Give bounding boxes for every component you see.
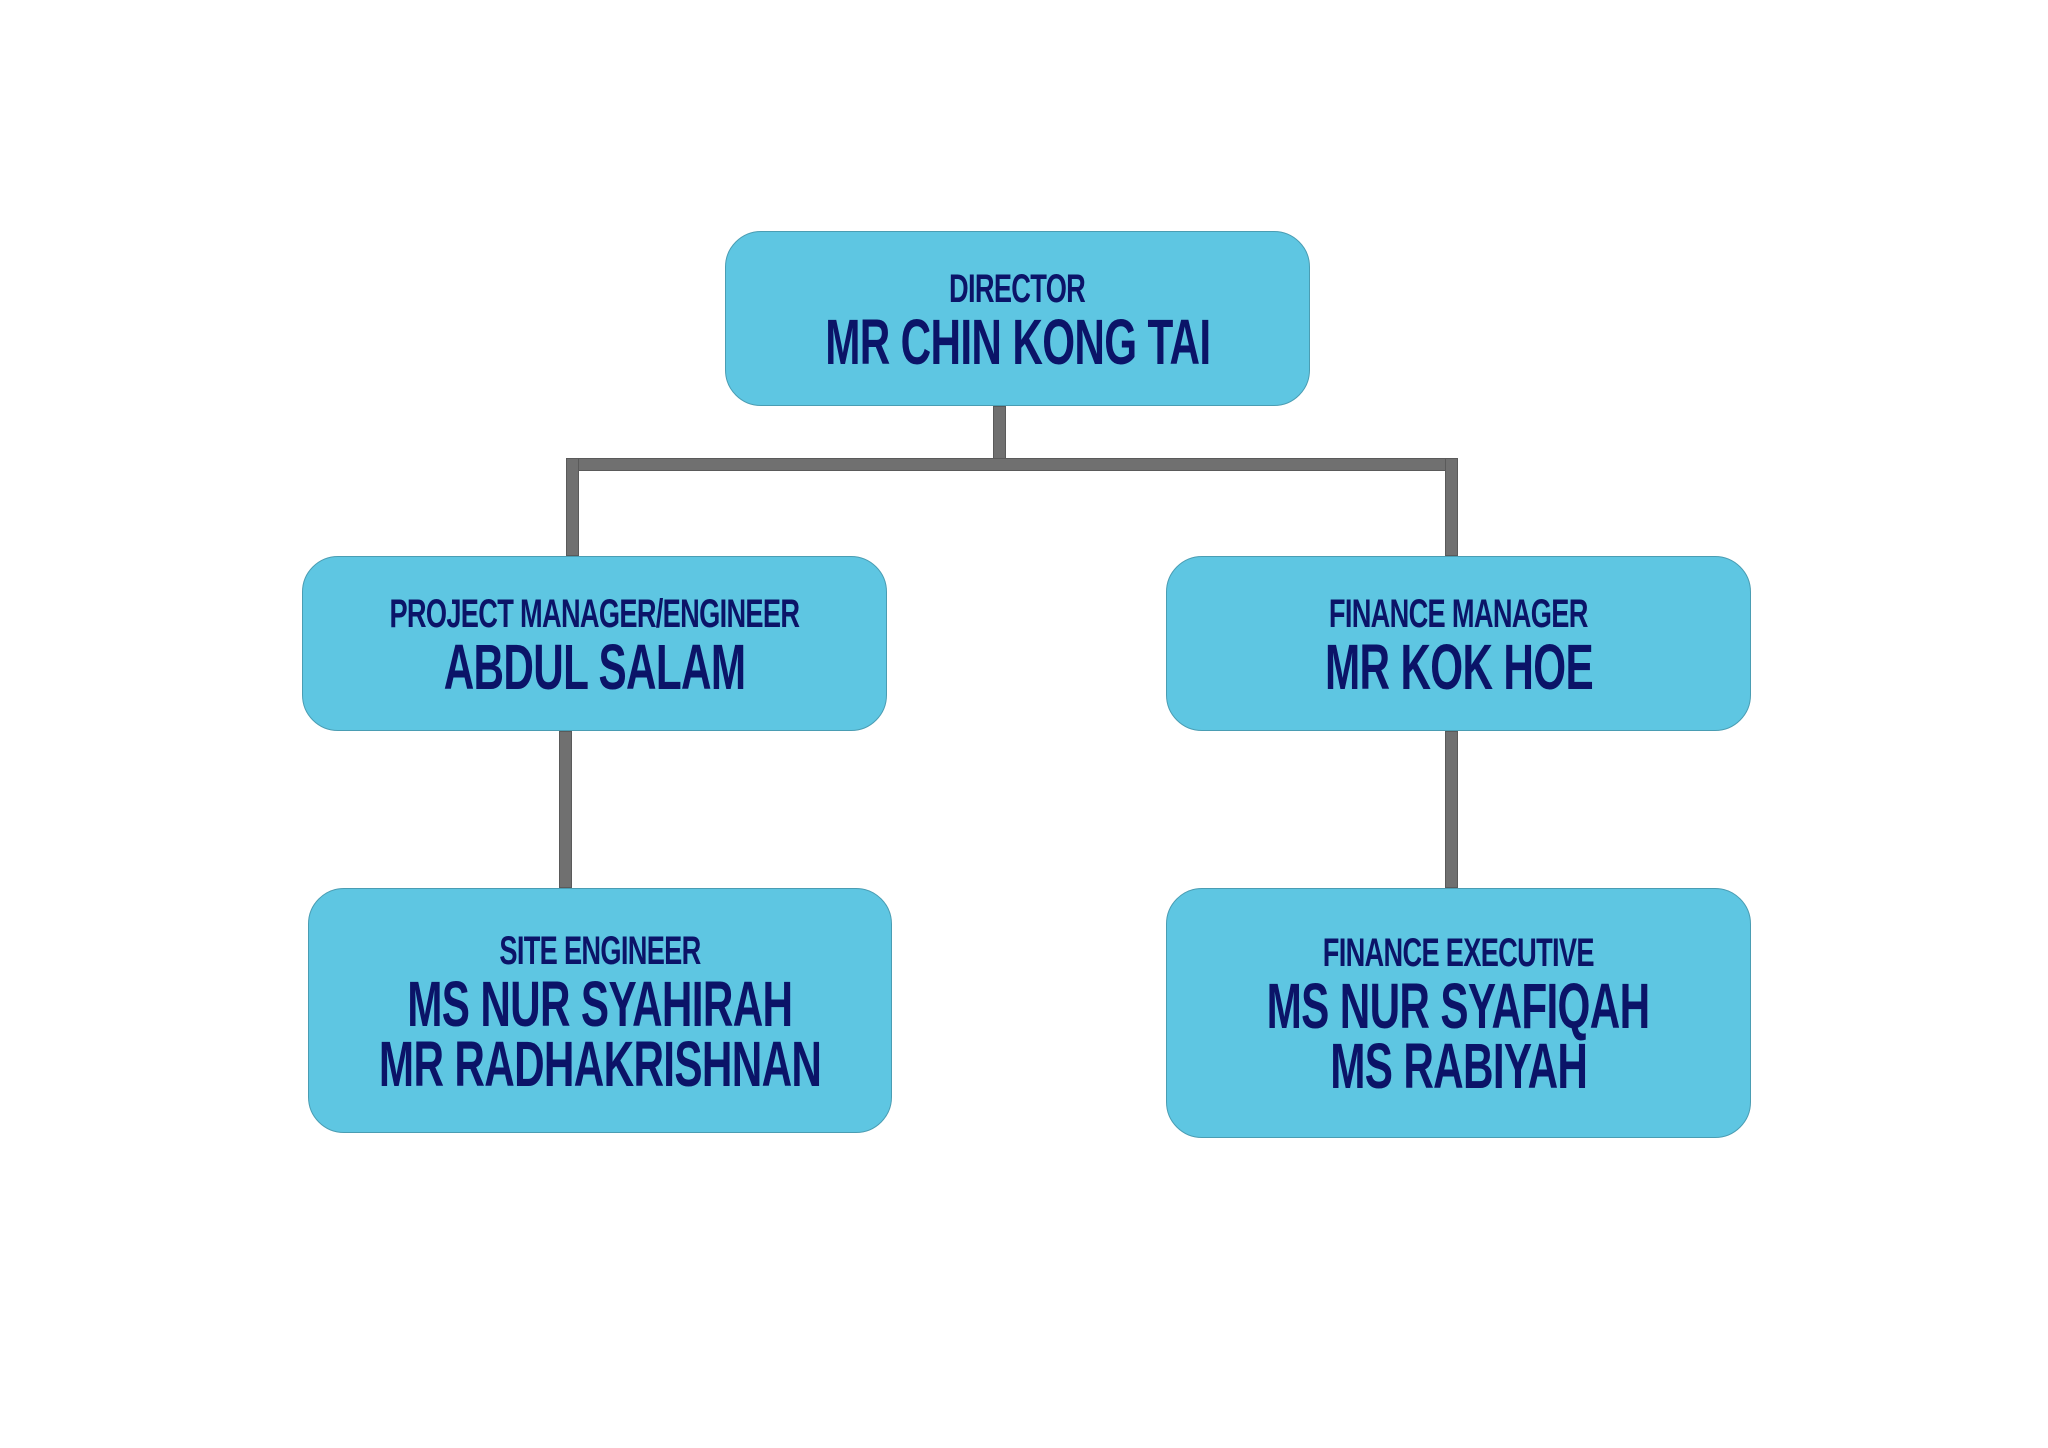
connector-to-project-manager — [566, 458, 579, 556]
node-title: FINANCE MANAGER — [1329, 591, 1588, 636]
node-name: MR CHIN KONG TAI — [824, 305, 1211, 378]
node-finance-manager: FINANCE MANAGER MR KOK HOE — [1166, 556, 1751, 731]
node-name: ABDUL SALAM — [443, 630, 746, 703]
node-name: MR RADHAKRISHNAN — [378, 1027, 822, 1100]
connector-to-site-engineer — [559, 731, 572, 888]
node-finance-executive: FINANCE EXECUTIVE MS NUR SYAFIQAH MS RAB… — [1166, 888, 1751, 1138]
node-project-manager: PROJECT MANAGER/ENGINEER ABDUL SALAM — [302, 556, 887, 731]
connector-to-finance-executive — [1445, 731, 1458, 888]
node-title: PROJECT MANAGER/ENGINEER — [389, 591, 801, 636]
node-title: SITE ENGINEER — [499, 928, 701, 973]
node-name: MR KOK HOE — [1324, 630, 1594, 703]
node-name: MS RABIYAH — [1329, 1030, 1588, 1102]
connector-to-finance-manager — [1445, 458, 1458, 556]
connector-horizontal-bar — [566, 458, 1458, 471]
node-site-engineer: SITE ENGINEER MS NUR SYAHIRAH MR RADHAKR… — [308, 888, 892, 1133]
node-title: FINANCE EXECUTIVE — [1322, 931, 1595, 975]
node-name: MS NUR SYAFIQAH — [1267, 970, 1650, 1042]
node-name: MS NUR SYAHIRAH — [407, 967, 793, 1040]
node-director: DIRECTOR MR CHIN KONG TAI — [725, 231, 1310, 406]
node-title: DIRECTOR — [949, 266, 1086, 311]
